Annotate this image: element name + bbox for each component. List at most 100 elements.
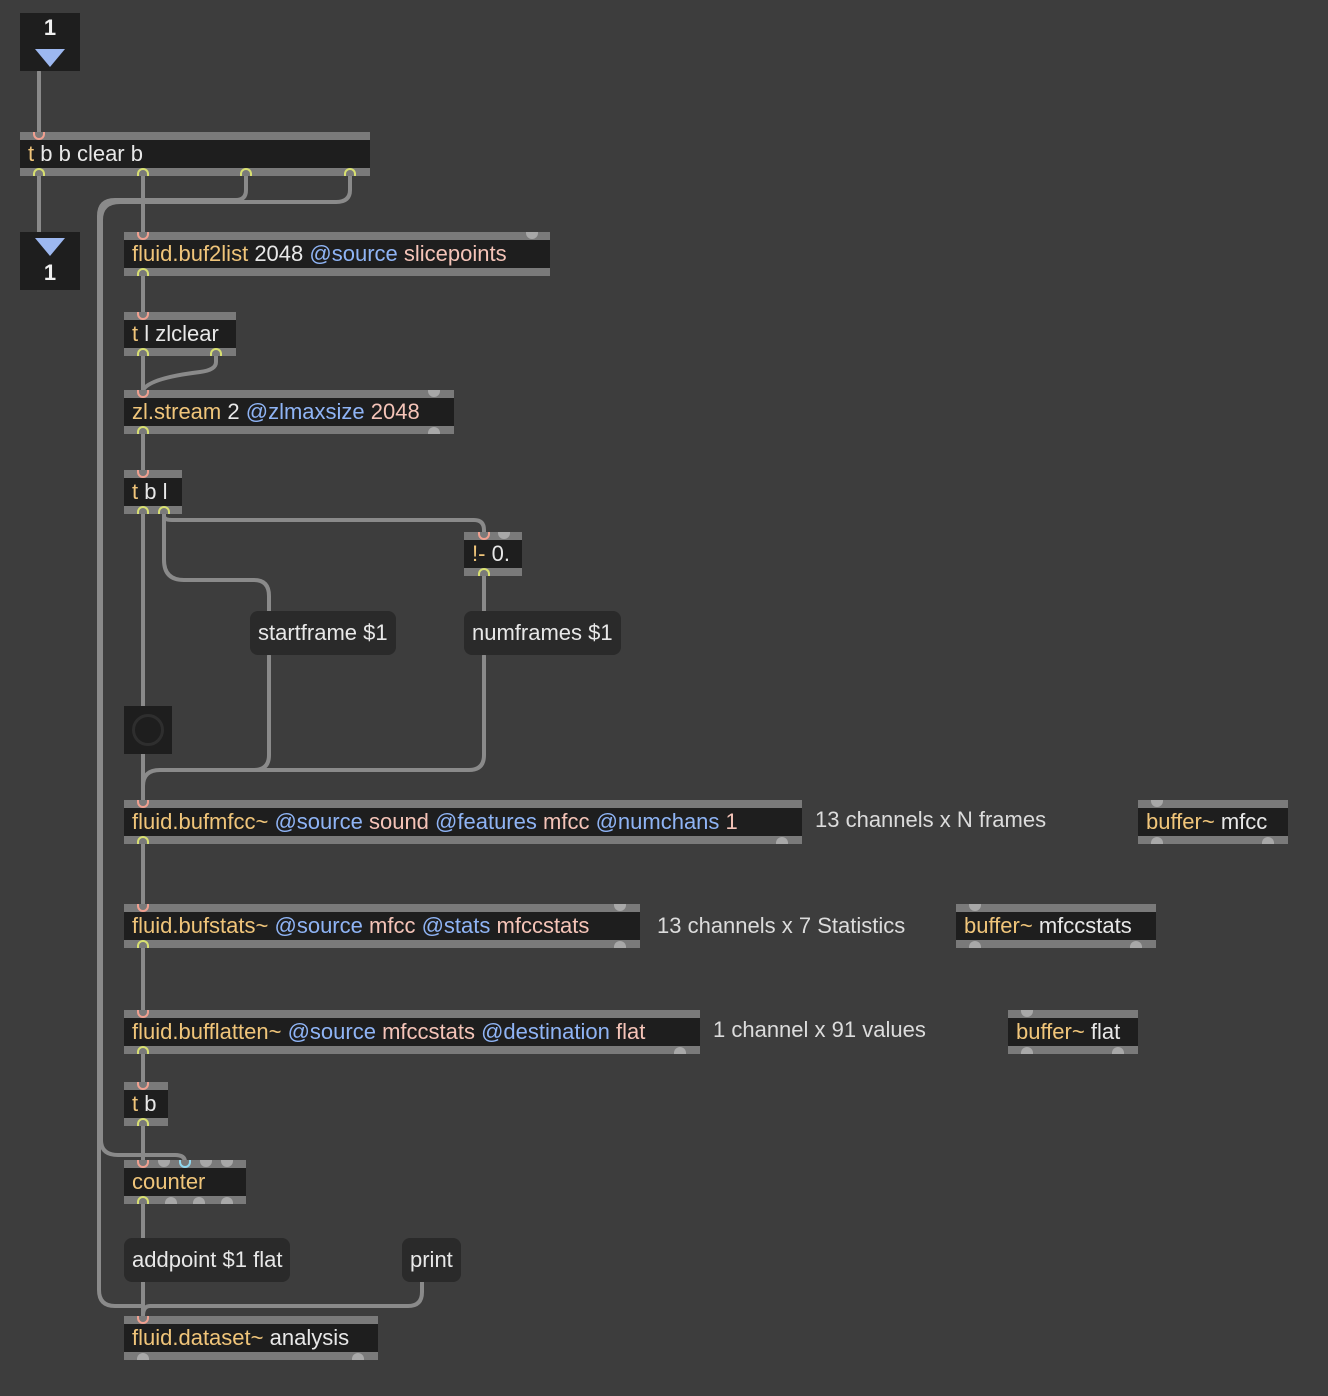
outlet[interactable] [33, 168, 45, 176]
outlet[interactable] [158, 506, 170, 514]
inlet[interactable] [179, 1160, 191, 1168]
inlet[interactable] [158, 1160, 170, 1167]
outlet[interactable] [1262, 837, 1274, 844]
number-value: 1 [43, 15, 57, 40]
outlet[interactable] [137, 1118, 149, 1126]
object-attribute: @source [309, 241, 398, 266]
object-class: fluid.bufstats~ [132, 913, 269, 938]
inlet[interactable] [137, 232, 149, 240]
object-attribute: @numchans [595, 809, 720, 834]
outlet[interactable] [193, 1197, 205, 1204]
inlet[interactable] [498, 532, 510, 539]
object-attribute-value: slicepoints [403, 241, 507, 266]
object-class: t [132, 1091, 139, 1116]
object-args: l zlclear [144, 321, 219, 346]
object-buf2list[interactable]: fluid.buf2list 2048 @source slicepoints [124, 232, 550, 276]
outlet[interactable] [614, 941, 626, 948]
inlet[interactable] [137, 1160, 149, 1168]
outlet[interactable] [344, 168, 356, 176]
object-class: t [132, 321, 139, 346]
outlet[interactable] [240, 168, 252, 176]
outlet[interactable] [210, 348, 222, 356]
inlet[interactable] [969, 904, 981, 911]
outlet[interactable] [165, 1197, 177, 1204]
message-numframes[interactable]: numframes $1 [464, 611, 621, 655]
inlet[interactable] [137, 1082, 149, 1090]
outlet[interactable] [1112, 1047, 1124, 1054]
message-startframe[interactable]: startframe $1 [250, 611, 396, 655]
object-class: buffer~ [964, 913, 1033, 938]
object-zl-stream[interactable]: zl.stream 2 @zlmaxsize 2048 [124, 390, 454, 434]
object-bufflatten[interactable]: fluid.bufflatten~ @source mfccstats @des… [124, 1010, 700, 1054]
inlet[interactable] [200, 1160, 212, 1167]
outlet[interactable] [969, 941, 981, 948]
number-box-output[interactable]: 1 [20, 232, 80, 290]
outlet[interactable] [1021, 1047, 1033, 1054]
object-reverse-minus[interactable]: !- 0. [464, 532, 522, 576]
outlet[interactable] [137, 426, 149, 434]
object-arg: mfccstats [1038, 913, 1132, 938]
inlet[interactable] [478, 532, 490, 540]
outlet[interactable] [137, 168, 149, 176]
object-trigger-main[interactable]: t b b clear b [20, 132, 370, 176]
object-attribute: @destination [481, 1019, 610, 1044]
object-arg: flat [1090, 1019, 1121, 1044]
outlet[interactable] [137, 940, 149, 948]
outlet[interactable] [137, 268, 149, 276]
inlet[interactable] [137, 470, 149, 478]
object-trigger-zlclear[interactable]: t l zlclear [124, 312, 236, 356]
inlet[interactable] [428, 390, 440, 397]
inlet[interactable] [137, 312, 149, 320]
inlet[interactable] [614, 904, 626, 911]
object-attribute-value: 2048 [370, 399, 420, 424]
outlet[interactable] [137, 1196, 149, 1204]
object-attribute-value: sound [368, 809, 429, 834]
object-counter[interactable]: counter [124, 1160, 246, 1204]
outlet[interactable] [428, 427, 440, 434]
outlet[interactable] [137, 348, 149, 356]
number-box-input[interactable]: 1 [20, 13, 80, 71]
inlet[interactable] [33, 132, 45, 140]
object-buffer-mfccstats[interactable]: buffer~ mfccstats [956, 904, 1156, 948]
object-buffer-flat[interactable]: buffer~ flat [1008, 1010, 1138, 1054]
outlet[interactable] [1151, 837, 1163, 844]
inlet[interactable] [1151, 800, 1163, 807]
object-trigger-bl[interactable]: t b l [124, 470, 182, 514]
inlet[interactable] [137, 1316, 149, 1324]
outlet[interactable] [674, 1047, 686, 1054]
bang-button[interactable] [124, 706, 172, 754]
outlet[interactable] [1130, 941, 1142, 948]
outlet[interactable] [137, 506, 149, 514]
triangle-down-icon [35, 49, 65, 67]
outlet[interactable] [776, 837, 788, 844]
object-dataset[interactable]: fluid.dataset~ analysis [124, 1316, 378, 1360]
outlet[interactable] [478, 568, 490, 576]
triangle-down-icon [35, 238, 65, 256]
inlet[interactable] [137, 390, 149, 398]
object-class: fluid.bufflatten~ [132, 1019, 282, 1044]
object-attribute: @zlmaxsize [245, 399, 365, 424]
outlet[interactable] [352, 1353, 364, 1360]
object-bufstats[interactable]: fluid.bufstats~ @source mfcc @stats mfcc… [124, 904, 640, 948]
object-bufmfcc[interactable]: fluid.bufmfcc~ @source sound @features m… [124, 800, 802, 844]
outlet[interactable] [137, 836, 149, 844]
object-class: fluid.dataset~ [132, 1325, 264, 1350]
outlet[interactable] [137, 1353, 149, 1360]
message-print[interactable]: print [402, 1238, 461, 1282]
inlet[interactable] [221, 1160, 233, 1167]
inlet[interactable] [137, 1010, 149, 1018]
message-addpoint[interactable]: addpoint $1 flat [124, 1238, 291, 1282]
object-attribute: @source [274, 913, 363, 938]
object-trigger-b[interactable]: t b [124, 1082, 168, 1126]
object-attribute-value: mfccstats [382, 1019, 475, 1044]
inlet[interactable] [137, 800, 149, 808]
object-attribute: @stats [421, 913, 491, 938]
outlet[interactable] [137, 1046, 149, 1054]
outlet[interactable] [221, 1197, 233, 1204]
object-buffer-mfcc[interactable]: buffer~ mfcc [1138, 800, 1288, 844]
object-arg: analysis [269, 1325, 350, 1350]
inlet[interactable] [137, 904, 149, 912]
inlet[interactable] [526, 232, 538, 239]
inlet[interactable] [1021, 1010, 1033, 1017]
comment-stats: 13 channels x 7 Statistics [657, 913, 906, 938]
